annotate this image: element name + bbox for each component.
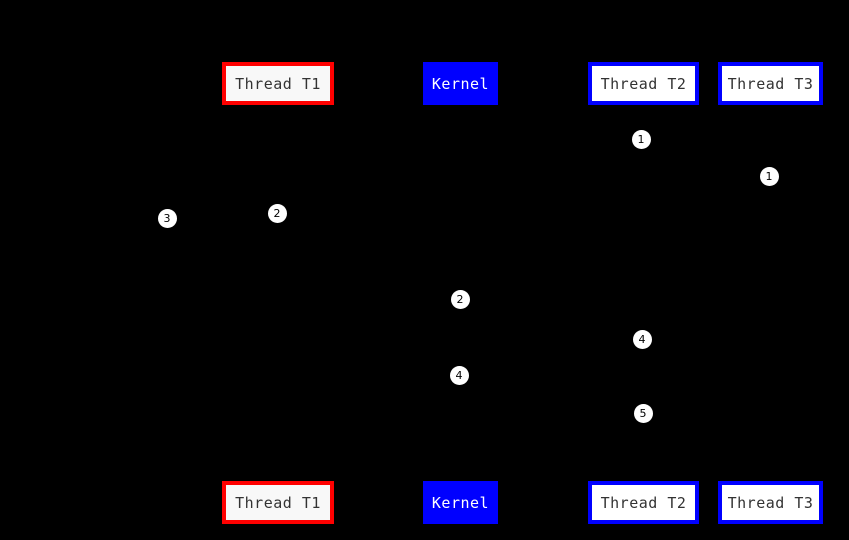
step-marker: 2 [267, 203, 287, 223]
participant-footer-kernel: Kernel [423, 481, 498, 524]
lifeline-t1 [278, 105, 279, 481]
message-arrow [278, 299, 460, 300]
message-arrow [460, 339, 643, 340]
participant-header-t3: Thread T3 [718, 62, 823, 105]
step-marker: 1 [631, 129, 651, 149]
step-marker: 4 [449, 365, 469, 385]
step-marker: 1 [759, 166, 779, 186]
participant-label: Kernel [431, 74, 490, 93]
participant-label: Kernel [431, 493, 490, 512]
message-arrow [278, 213, 460, 214]
participant-label: Thread T3 [727, 493, 814, 512]
participant-label: Thread T2 [600, 74, 687, 93]
step-marker: 2 [450, 289, 470, 309]
message-arrow [460, 413, 643, 414]
participant-label: Thread T3 [727, 74, 814, 93]
participant-label: Thread T1 [235, 493, 321, 512]
participant-footer-t3: Thread T3 [718, 481, 823, 524]
message-arrow [460, 139, 643, 140]
message-arrow [460, 176, 770, 177]
lifeline-t3 [770, 105, 771, 481]
participant-footer-t2: Thread T2 [588, 481, 699, 524]
participant-header-kernel: Kernel [423, 62, 498, 105]
step-marker: 4 [632, 329, 652, 349]
step-marker: 3 [157, 208, 177, 228]
lifeline-t2 [643, 105, 644, 481]
participant-footer-t1: Thread T1 [222, 481, 334, 524]
participant-label: Thread T2 [600, 493, 687, 512]
message-arrow [278, 375, 460, 376]
step-marker: 5 [633, 403, 653, 423]
participant-header-t2: Thread T2 [588, 62, 699, 105]
participant-header-t1: Thread T1 [222, 62, 334, 105]
participant-label: Thread T1 [235, 74, 321, 93]
